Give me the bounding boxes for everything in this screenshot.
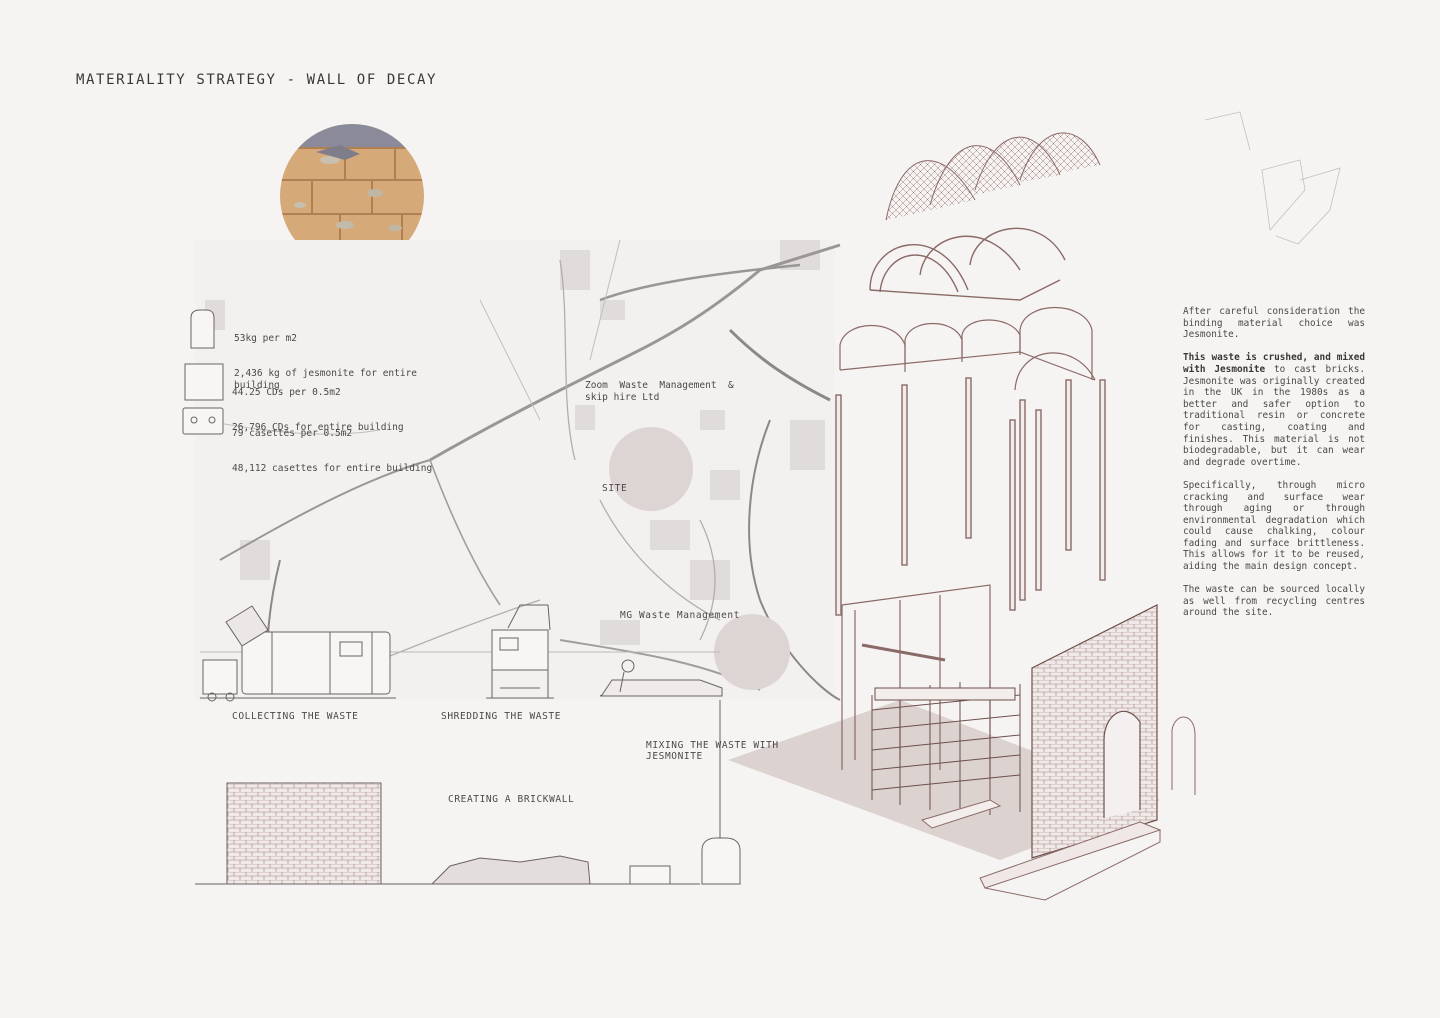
quantity-line: 48,112 casettes for entire building [232,462,433,474]
small-arch-element [1171,716,1196,795]
jesmonite-jar-icon [701,837,741,885]
jesmonite-quantity: 53kg per m2 2,436 kg of jesmonite for en… [234,310,424,403]
quantity-line: 53kg per m2 [234,333,297,345]
quantity-line: 44.25 CDs per 0.5m2 [232,387,341,399]
quantity-line: 79 casettes per 0.5m2 [232,428,353,440]
quantity-icons [182,309,224,435]
description-p4: The waste can be sourced locally as well… [1183,584,1365,619]
step-mix-label: MIXING THE WASTE WITH JESMONITE [646,740,779,762]
description-p3: Specifically, through micro cracking and… [1183,479,1365,573]
site-circle [609,427,693,511]
page-title: MATERIALITY STRATEGY - WALL OF DECAY [76,72,438,88]
columns [835,377,1106,616]
axis-sketch [1204,111,1341,245]
brick-wall-with-arch [1031,604,1158,859]
work-table [920,799,1002,829]
material-description: After careful consideration the binding … [1183,306,1365,631]
mg-waste-circle [714,614,790,690]
exploded-axonometric [728,111,1341,901]
zoom-waste-label: Zoom Waste Management & skip hire Ltd [585,380,734,403]
description-p2: This waste is crushed, and mixed with Je… [1183,352,1365,468]
cassette-icon [182,407,224,435]
roof-vaults [885,132,1101,221]
description-p2-bold: This waste is crushed, and mixed with Je… [1183,352,1365,375]
arch-frames [869,227,1066,301]
garbage-truck-illustration [200,605,396,702]
crushed-waste-pile [430,855,591,885]
cd-case-icon [184,363,224,401]
process-diagram [195,604,741,885]
mixer-illustration [599,659,723,697]
jar-icon [190,309,215,349]
cd-quantity: 44.25 CDs per 0.5m2 26,796 CDs for entir… [232,364,404,445]
cassette-quantity: 79 casettes per 0.5m2 48,112 casettes fo… [232,405,432,486]
shredder-illustration [486,604,554,699]
quantity-line: 26,796 CDs for entire building [232,421,404,433]
brick-mould [629,865,671,885]
arched-window-row [839,306,1096,391]
step-collect-label: COLLECTING THE WASTE [232,711,359,722]
site-label: SITE [602,483,628,494]
quantity-line: 2,436 kg of jesmonite for entire buildin… [234,367,418,391]
description-p2-rest: to cast bricks. Jesmonite was originally… [1183,363,1365,468]
step-shred-label: SHREDDING THE WASTE [441,711,562,722]
shelving-units [871,680,1021,815]
description-p1: After careful consideration the binding … [1183,306,1365,341]
base-slab [979,821,1162,889]
step-brick-label: CREATING A BRICKWALL [448,794,575,805]
mg-waste-label: MG Waste Management [620,610,741,621]
brick-wall-illustration [226,782,382,885]
site-map [195,239,841,701]
